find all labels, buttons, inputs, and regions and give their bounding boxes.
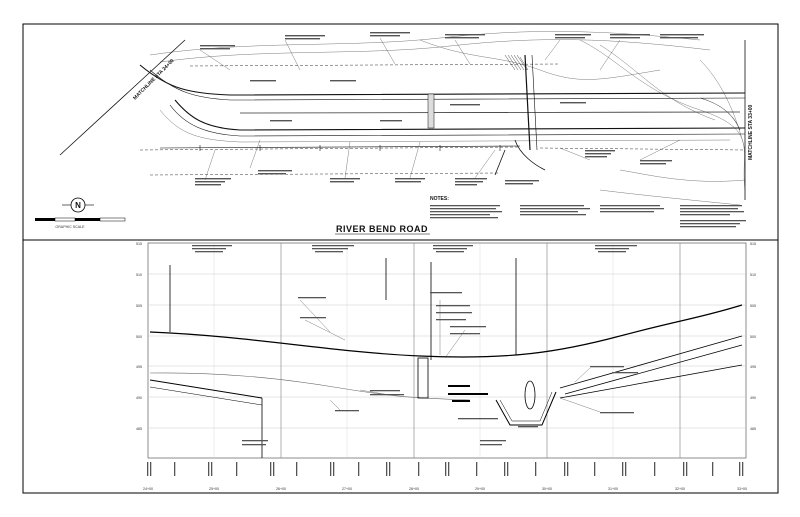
matchline-left: MATCHLINE STA 24+00 (59, 39, 186, 156)
elev-label-right: 505 (750, 304, 756, 308)
curb-return (699, 97, 741, 131)
profile-grid-horizontal (148, 273, 746, 429)
station-labels: 24+00 25+00 26+00 27+00 28+00 29+00 30+0… (143, 487, 747, 491)
station-label: 29+00 (475, 487, 485, 491)
station-label: 30+00 (542, 487, 552, 491)
elev-label-left: 485 (136, 427, 142, 431)
notes-block: NOTES: (430, 196, 746, 228)
north-arrow-letter: N (75, 201, 81, 210)
north-arrow: N (62, 197, 94, 213)
ditch-inner (499, 391, 553, 422)
right-slopes (559, 335, 743, 399)
station-label: 31+00 (608, 487, 618, 491)
elevation-labels-left: 515 510 505 500 495 490 485 (136, 242, 142, 431)
profile-view: 515 510 505 500 495 490 485 515 510 505 … (136, 242, 756, 491)
graphic-scale-label: GRAPHIC SCALE (55, 225, 85, 229)
bottom-grade-labels (147, 462, 744, 476)
elev-label-right: 495 (750, 365, 756, 369)
plan-view: MATCHLINE STA 24+00 MATCHLINE STA 33+00 … (35, 31, 754, 235)
station-posts (169, 258, 517, 458)
pipe-left (149, 379, 263, 406)
elev-label-right: 490 (750, 396, 756, 400)
existing-grade (149, 372, 471, 401)
station-label: 26+00 (276, 487, 286, 491)
culvert-ellipse (524, 380, 536, 410)
row-lines (139, 63, 746, 176)
matchline-right: MATCHLINE STA 33+00 (744, 40, 754, 200)
profile-text-blocks (192, 245, 638, 446)
elevation-labels-right: 515 510 505 500 495 490 485 (750, 242, 756, 431)
elev-label-right: 485 (750, 427, 756, 431)
elev-label-left: 515 (136, 242, 142, 246)
ditch-section (495, 391, 557, 426)
proposed-grade (149, 304, 743, 358)
notes-heading: NOTES: (430, 196, 449, 202)
riprap-hatch (504, 54, 529, 71)
station-label: 28+00 (409, 487, 419, 491)
station-label: 24+00 (143, 487, 153, 491)
callout-leaders (199, 37, 681, 181)
station-label: 27+00 (342, 487, 352, 491)
matchline-left-label: MATCHLINE STA 24+00 (132, 58, 176, 102)
utility-line (159, 145, 521, 151)
structure-box (417, 357, 429, 399)
elev-label-left: 495 (136, 365, 142, 369)
matchline-right-label: MATCHLINE STA 33+00 (748, 104, 754, 160)
profile-major-verticals (280, 243, 681, 458)
elev-label-right: 515 (750, 242, 756, 246)
culvert-crossing (427, 54, 546, 176)
station-label: 33+00 (737, 487, 747, 491)
station-label: 32+00 (675, 487, 685, 491)
elev-label-left: 490 (136, 396, 142, 400)
road-alignment (139, 64, 746, 143)
structure-bars (448, 385, 488, 402)
plan-title: RIVER BEND ROAD (336, 224, 428, 234)
elev-label-left: 505 (136, 304, 142, 308)
sheet-border (22, 23, 779, 494)
graphic-scale: GRAPHIC SCALE (35, 217, 126, 229)
topo-contours (149, 31, 746, 206)
callout-text-blocks (195, 32, 704, 186)
elev-label-left: 500 (136, 335, 142, 339)
elev-label-right: 500 (750, 335, 756, 339)
elev-label-right: 510 (750, 273, 756, 277)
profile-grid-vertical (213, 243, 681, 458)
profile-grid-frame (147, 242, 747, 459)
station-label: 25+00 (209, 487, 219, 491)
elev-label-left: 510 (136, 273, 142, 277)
